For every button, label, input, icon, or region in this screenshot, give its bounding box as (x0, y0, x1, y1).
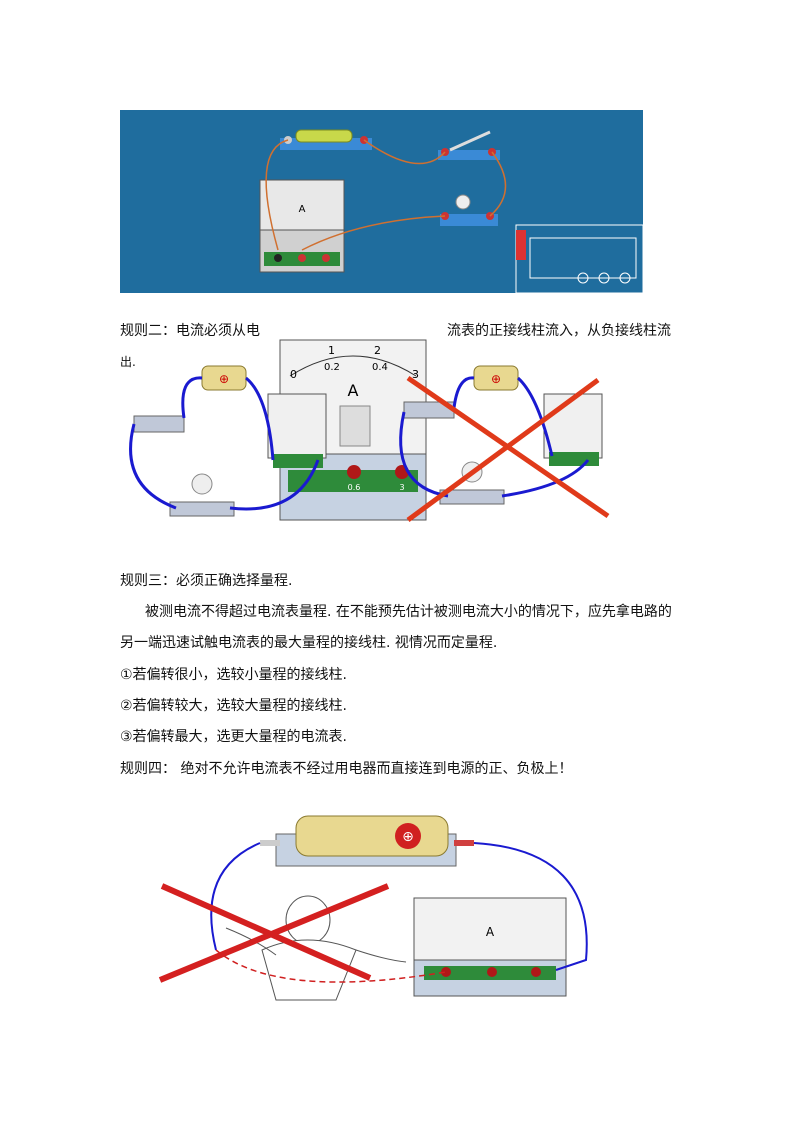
battery-symbol-big: ⊕ (402, 829, 414, 845)
short-circuit-illustration: ⊕ A (158, 815, 588, 1001)
big-meter-unit: A (348, 381, 359, 400)
rule2-line1-part2: 流表的正接线柱流入，从负接线柱流 (447, 323, 671, 339)
big-meter-tick-3: 3 (412, 368, 419, 381)
rule3-title: 规则三：必须正确选择量程. (120, 573, 293, 589)
big-meter-tick-1: 1 (328, 344, 335, 357)
short-circuit-figure: ⊕ A (156, 810, 596, 1005)
rule2-line2: 出. (120, 355, 136, 369)
circuit-figure-1: A (120, 110, 644, 294)
rule2-line1-part1: 规则二：电流必须从电 (120, 323, 260, 339)
rule4-title: 规则四： 绝对不允许电流表不经过用电器而直接连到电源的正、负极上！ (120, 761, 573, 777)
rule3-item1: ①若偏转很小，选较小量程的接线柱. (120, 667, 348, 683)
meter-unit-1: A (299, 204, 306, 215)
ammeter-comparison-illustration: 0 1 2 3 0.2 0.4 A 0.6 3 ⊕ ⊕ (129, 339, 610, 523)
circuit-figure-2: 0 1 2 3 0.2 0.4 A 0.6 3 ⊕ ⊕ (118, 336, 618, 526)
rule3-item3: ③若偏转最大，选更大量程的电流表. (120, 729, 348, 745)
big-meter-tick-0: 0 (290, 368, 297, 381)
terminal-label-3: 3 (399, 483, 404, 492)
rule3-item2: ②若偏转较大，选较大量程的接线柱. (120, 698, 348, 714)
big-meter-tick-0-2: 0.2 (324, 362, 340, 373)
battery-symbol-right: ⊕ (491, 372, 501, 386)
terminal-label-0-6: 0.6 (348, 483, 361, 492)
big-meter-tick-0-4: 0.4 (372, 362, 388, 373)
rule3-paragraph-line2: 另一端迅速试触电流表的最大量程的接线柱. 视情况而定量程. (120, 635, 498, 651)
battery-symbol-left: ⊕ (219, 372, 229, 386)
big-meter-tick-2: 2 (374, 344, 381, 357)
rule3-paragraph-line1: 被测电流不得超过电流表量程. 在不能预先估计被测电流大小的情况下，应先拿电路的 (145, 604, 672, 620)
circuit-illustration: A (259, 129, 644, 294)
small-meter-unit: A (486, 925, 495, 939)
